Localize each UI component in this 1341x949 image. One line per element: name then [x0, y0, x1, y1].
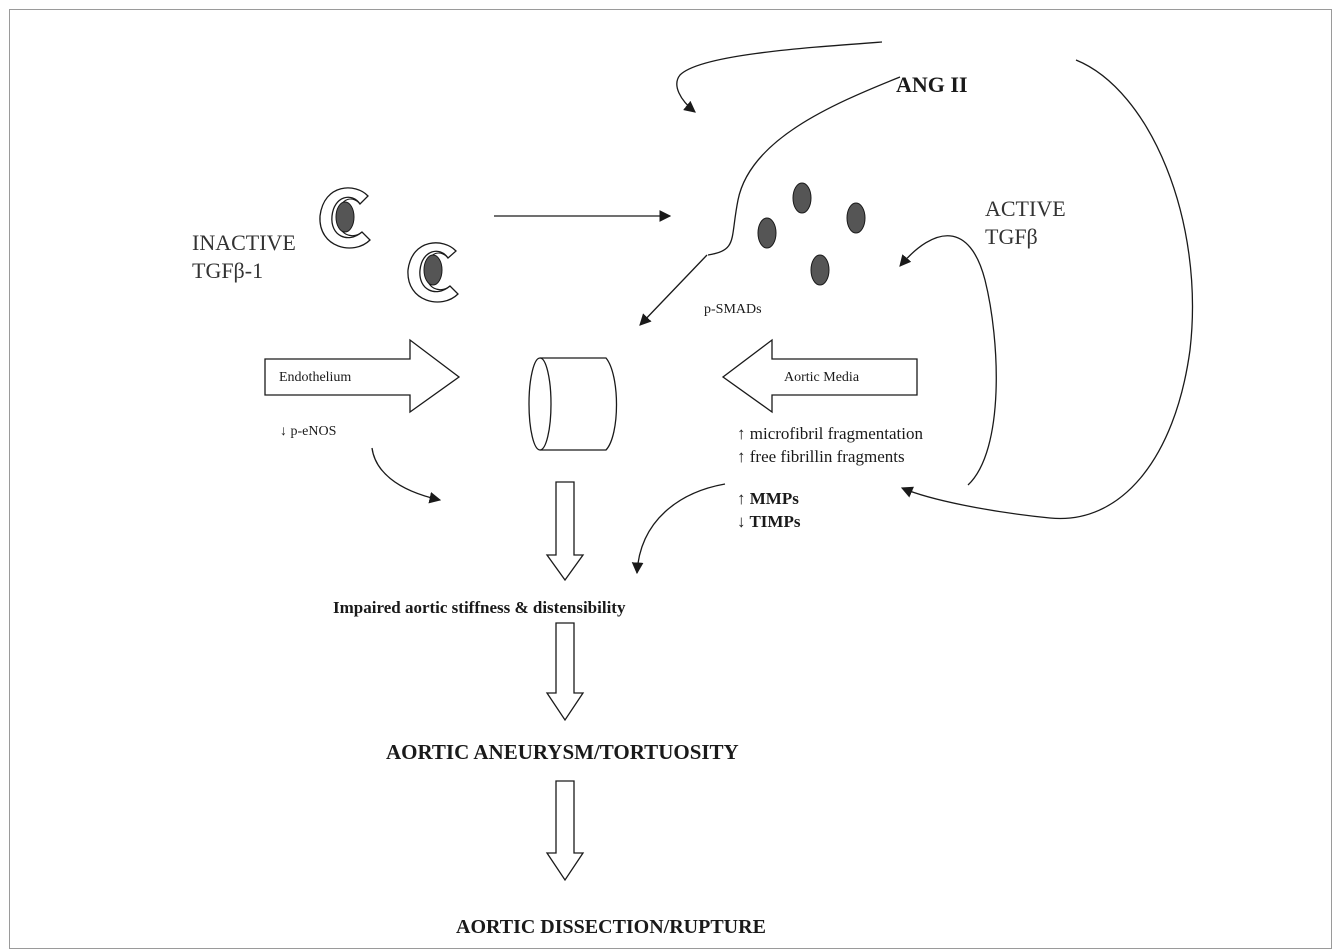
microfibril-label: ↑ microfibril fragmentation: [737, 424, 923, 443]
peNOS-label: ↓ p-eNOS: [280, 424, 337, 439]
mmps-effect-curve: [631, 483, 726, 575]
dissection-label: AORTIC DISSECTION/RUPTURE: [456, 916, 766, 938]
impaired-stiffness-label: Impaired aortic stiffness & distensibili…: [333, 598, 626, 617]
down-block-arrow: [545, 780, 585, 882]
inactive-label: INACTIVE: [192, 230, 296, 255]
timps-label: ↓ TIMPs: [737, 512, 801, 531]
inactive-tgfb-complex: [319, 187, 371, 249]
cell-membrane-outline: [707, 76, 901, 256]
active-tgfb-dot: [810, 254, 830, 286]
down-block-arrow: [545, 481, 585, 582]
psmads-label: p-SMADs: [704, 302, 762, 317]
active-tgfb-dot: [846, 202, 866, 234]
aortic-media-label: Aortic Media: [784, 370, 860, 385]
mmps-label: ↑ MMPs: [737, 489, 799, 508]
endothelium-label: Endothelium: [279, 370, 352, 385]
aneurysm-label: AORTIC ANEURYSM/TORTUOSITY: [386, 740, 739, 764]
peNOS-effect-curve: [371, 447, 442, 504]
active-tgfb-loop-curve: [899, 235, 997, 486]
aortic-media-block-arrow: [721, 338, 918, 414]
aorta-cylinder-icon: [528, 357, 618, 451]
active-label: ACTIVE: [985, 196, 1066, 221]
tgfb-label: TGFβ: [985, 224, 1038, 249]
active-tgfb-dot: [757, 217, 777, 249]
ang-ii-feedback-curve: [676, 41, 883, 113]
endothelium-block-arrow: [264, 338, 461, 414]
tgfb1-label: TGFβ-1: [192, 258, 264, 283]
active-tgfb-dot: [792, 182, 812, 214]
fibrillin-label: ↑ free fibrillin fragments: [737, 447, 905, 466]
down-block-arrow: [545, 622, 585, 722]
large-loop-curve: [900, 59, 1194, 520]
inactive-tgfb-complex: [407, 242, 459, 303]
psmads-arrow: [639, 254, 708, 326]
ang-ii-label: ANG II: [896, 72, 968, 97]
